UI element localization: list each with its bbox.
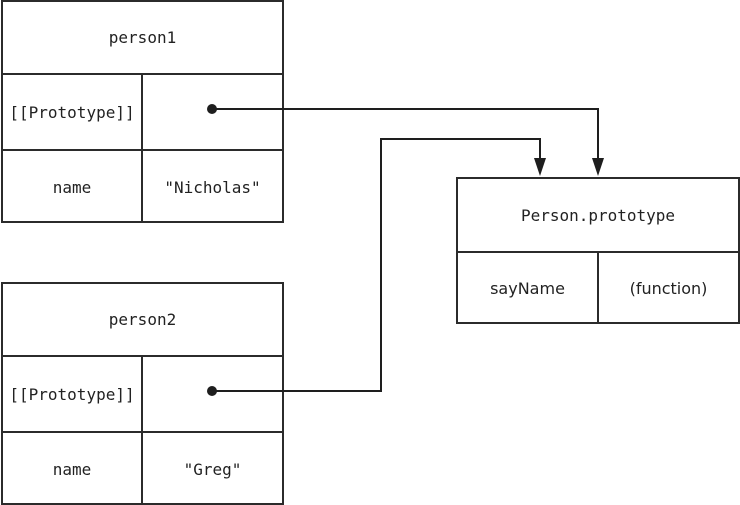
person2-name-row: name "Greg" [3,431,282,505]
person1-name-value: "Nicholas" [164,177,261,197]
person2-title-row: person2 [3,284,282,355]
person1-object-box: person1 [[Prototype]] name "Nicholas" [1,0,284,223]
person2-prototype-link [207,138,546,396]
person-prototype-title-row: Person.prototype [458,179,738,251]
sayname-method-label: sayName [458,253,599,324]
person1-arrowhead [592,158,604,176]
person2-prototype-row: [[Prototype]] [3,355,282,431]
person2-object-box: person2 [[Prototype]] name "Greg" [1,282,284,505]
person-prototype-title: Person.prototype [520,205,676,225]
person1-name-label: name [3,151,143,223]
person1-prototype-link [207,104,604,176]
sayname-method-value: (function) [629,279,708,298]
person1-title: person1 [108,28,177,47]
person2-link-line [212,138,541,392]
person2-name-value: "Greg" [183,459,242,479]
person2-prototype-label: [[Prototype]] [3,357,143,431]
person1-prototype-label: [[Prototype]] [3,75,143,149]
person1-title-row: person1 [3,2,282,73]
person1-prototype-row: [[Prototype]] [3,73,282,149]
person-prototype-method-row: sayName (function) [458,251,738,324]
person2-arrowhead [534,158,546,176]
person2-title: person2 [108,310,177,329]
person1-link-line [212,108,599,160]
person1-name-row: name "Nicholas" [3,149,282,223]
person2-name-label: name [3,433,143,505]
person-prototype-box: Person.prototype sayName (function) [456,177,740,324]
